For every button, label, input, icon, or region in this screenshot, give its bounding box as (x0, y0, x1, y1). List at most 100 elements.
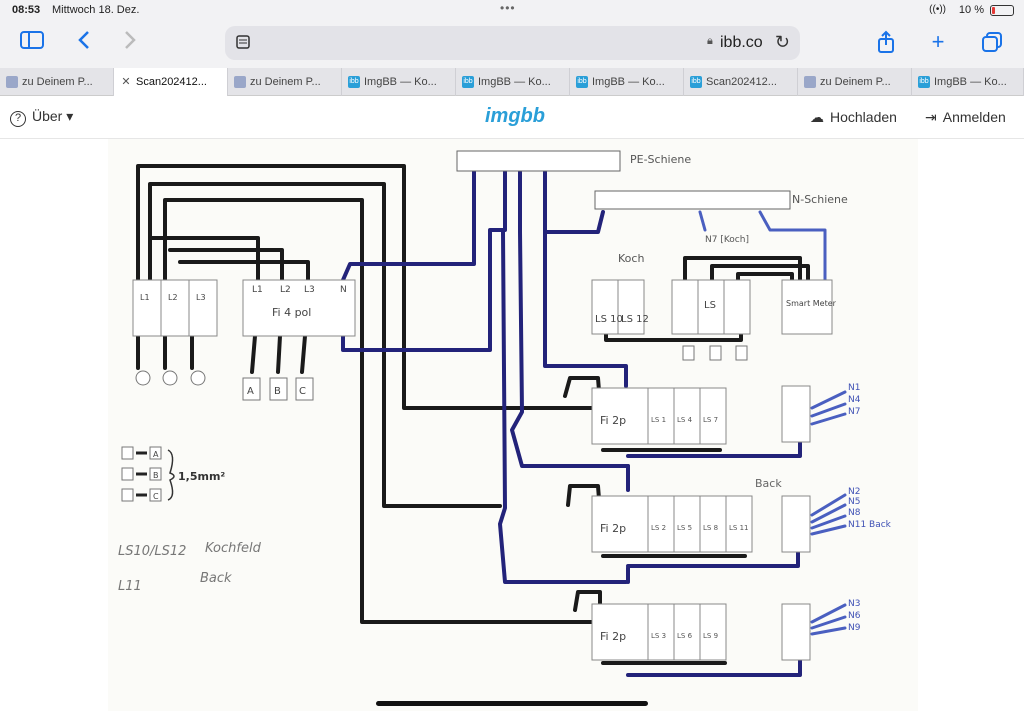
multitask-dots-icon[interactable]: ••• (500, 1, 516, 15)
ls9-label: LS 9 (703, 632, 718, 640)
legend-b: B (153, 471, 159, 480)
breaker-l1-label: L1 (140, 293, 150, 302)
browser-toolbar: 🔒︎ ibb.co ↻ + (0, 20, 1024, 68)
note-back: Back (200, 571, 232, 586)
close-icon[interactable]: ✕ (121, 76, 131, 88)
ls4-label: LS 4 (677, 416, 693, 424)
reload-icon[interactable]: ↻ (774, 32, 790, 52)
note-ls10-ls12: LS10/LS12 (118, 544, 186, 559)
address-bar[interactable]: 🔒︎ ibb.co ↻ (225, 26, 800, 60)
back-icon[interactable] (70, 30, 98, 54)
url-text: ibb.co (720, 34, 763, 51)
smart-meter-label: Smart Meter (786, 299, 837, 308)
legend-c: C (153, 492, 159, 501)
tab-active[interactable]: ✕Scan202412... (114, 68, 228, 96)
ls5-label: LS 5 (677, 524, 692, 532)
n6-label: N6 (848, 611, 861, 621)
battery-icon (990, 5, 1014, 16)
ls11-label: LS 11 (729, 524, 748, 532)
about-menu[interactable]: ?Über ▾ (10, 108, 73, 127)
n4-label: N4 (848, 395, 861, 405)
n7-label: N7 [Koch] (705, 235, 749, 245)
ls-mid-label: LS (704, 300, 716, 311)
n-rail-label: N-Schiene (792, 193, 848, 206)
breaker-l3-label: L3 (196, 293, 206, 302)
back-label: Back (755, 477, 782, 490)
ls3-label: LS 3 (651, 632, 666, 640)
share-icon[interactable] (872, 30, 900, 54)
forward-icon[interactable] (116, 30, 144, 54)
new-tab-icon[interactable]: + (931, 29, 945, 54)
fi-row3-label: Fi 2p (600, 630, 626, 643)
ls7-label: LS 7 (703, 416, 718, 424)
ls8-label: LS 8 (703, 524, 718, 532)
reader-icon[interactable] (235, 34, 251, 50)
date: Mittwoch 18. Dez. (52, 4, 140, 16)
fi-terminal-l2: L2 (280, 285, 291, 295)
imgbb-icon: ibb (462, 76, 474, 88)
ls10-label: LS 10 (595, 314, 623, 325)
n8-label: N8 (848, 508, 861, 518)
document-icon (804, 76, 816, 88)
legend-cable: 1,5mm² (178, 470, 225, 483)
imgbb-icon: ibb (690, 76, 702, 88)
ls2-label: LS 2 (651, 524, 666, 532)
n11-label: N11 Back (848, 520, 892, 530)
lock-icon: 🔒︎ (707, 35, 713, 47)
note-kochfeld: Kochfeld (205, 541, 262, 556)
n5-label: N5 (848, 497, 860, 507)
fi-main-label: Fi 4 pol (272, 306, 311, 319)
breaker-l2-label: L2 (168, 293, 178, 302)
legend-a: A (153, 450, 159, 459)
fi-row1-label: Fi 2p (600, 414, 626, 427)
help-icon: ? (10, 111, 26, 127)
koch-label: Koch (618, 252, 644, 265)
n1-label: N1 (848, 383, 860, 393)
note-l11: L11 (118, 579, 142, 594)
n7-label-row: N7 (848, 407, 860, 417)
fi-row2-label: Fi 2p (600, 522, 626, 535)
ls1-label: LS 1 (651, 416, 666, 424)
imgbb-icon: ibb (576, 76, 588, 88)
fi-terminal-n: N (340, 285, 347, 295)
tag-a: A (247, 386, 254, 397)
imgbb-icon: ibb (348, 76, 360, 88)
tab[interactable]: zu Deinem P... (0, 68, 114, 96)
home-indicator[interactable] (376, 701, 648, 706)
tab-bar: zu Deinem P... ✕Scan202412... zu Deinem … (0, 68, 1024, 96)
logo[interactable]: imgbb (485, 105, 545, 127)
clock: 08:53 (12, 4, 41, 16)
document-icon (234, 76, 246, 88)
site-header: ?Über ▾ imgbb ☁Hochladen ⇥Anmelden (0, 97, 1024, 139)
login-button[interactable]: ⇥Anmelden (925, 109, 1006, 125)
wiring-sketch: PE-Schiene N-Schiene N7 [Koch] L1 L2 L3 … (108, 139, 918, 711)
tab[interactable]: zu Deinem P... (228, 68, 342, 96)
n2-label: N2 (848, 487, 860, 497)
battery-percent: 10 % (958, 4, 984, 16)
n3-label: N3 (848, 599, 860, 609)
upload-button[interactable]: ☁Hochladen (810, 109, 897, 125)
fi-terminal-l3: L3 (304, 285, 315, 295)
status-bar: 08:53 Mittwoch 18. Dez. ••• ((•)) 10 % (0, 0, 1024, 20)
sign-in-icon: ⇥ (925, 109, 937, 125)
wifi-icon: ((•)) (929, 4, 946, 15)
n9-label: N9 (848, 623, 861, 633)
tag-b: B (274, 386, 281, 397)
document-icon (6, 76, 18, 88)
imgbb-icon: ibb (918, 76, 930, 88)
pe-rail-label: PE-Schiene (630, 153, 691, 166)
cloud-upload-icon: ☁ (810, 109, 824, 125)
sidebar-icon[interactable] (18, 30, 46, 54)
tag-c: C (299, 386, 306, 397)
tab[interactable]: zu Deinem P... (798, 68, 912, 96)
fi-terminal-l1: L1 (252, 285, 263, 295)
uploaded-image: PE-Schiene N-Schiene N7 [Koch] L1 L2 L3 … (0, 139, 1024, 711)
ls6-label: LS 6 (677, 632, 693, 640)
ls12-label: LS 12 (621, 314, 649, 325)
tabs-overview-icon[interactable] (978, 30, 1006, 54)
